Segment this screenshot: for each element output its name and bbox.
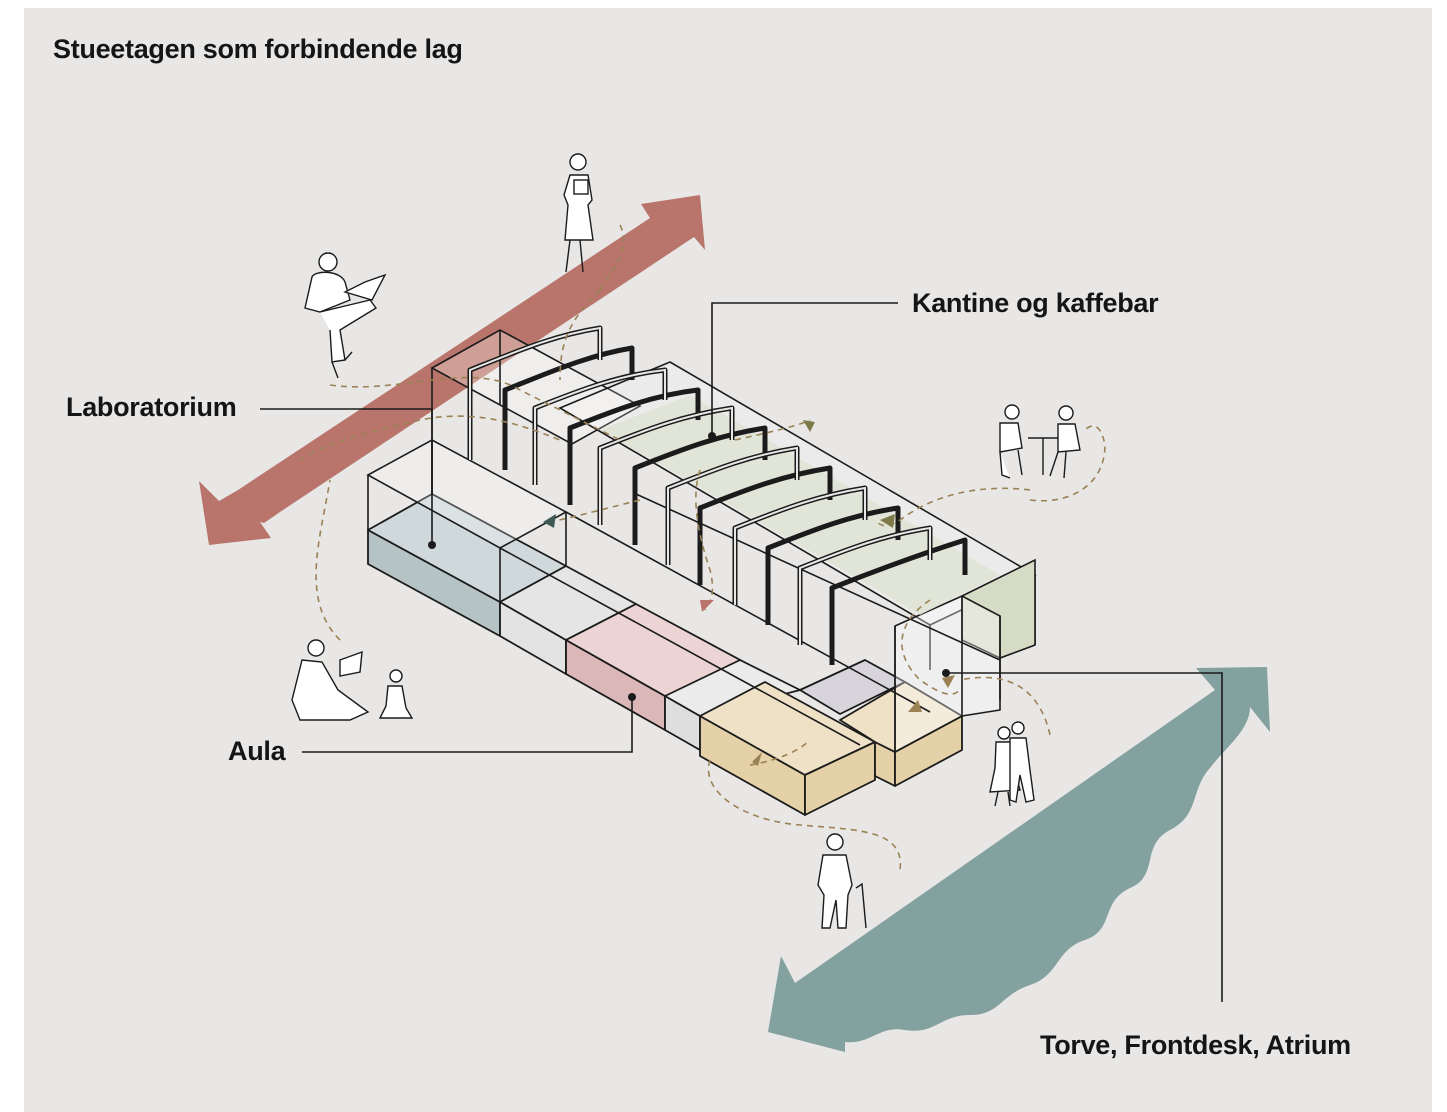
adult-child-reading-icon [291, 639, 414, 721]
leader-dot [628, 693, 636, 701]
person-laptop-icon [304, 252, 387, 379]
path-arrowhead [700, 600, 714, 612]
path-arrowhead [908, 700, 922, 712]
path-arrowhead [803, 420, 815, 432]
path-arrowhead [880, 514, 895, 528]
person-walking-icon [563, 153, 594, 273]
label-kantine: Kantine og kaffebar [912, 288, 1159, 318]
building [367, 493, 963, 816]
red-arrow [199, 195, 705, 545]
leader-dot [942, 669, 950, 677]
page-title: Stueetagen som forbindende lag [53, 34, 463, 64]
label-torve: Torve, Frontdesk, Atrium [1040, 1030, 1351, 1060]
label-aula: Aula [228, 736, 286, 766]
couple-walking-icon [989, 721, 1035, 807]
circulation-paths [299, 224, 1106, 871]
people-cafe-icon [999, 404, 1081, 479]
diagram-panel [24, 8, 1432, 1112]
leader-lines [260, 302, 1223, 1002]
elderly-cane-icon [817, 833, 867, 929]
path-arrowhead [752, 752, 762, 766]
path-arrowhead [543, 514, 556, 528]
path-arrowhead [942, 675, 955, 688]
teal-arrow [768, 667, 1270, 1052]
leader-dot [428, 541, 436, 549]
leader-dot [708, 432, 716, 440]
label-laboratorium: Laboratorium [66, 392, 237, 422]
